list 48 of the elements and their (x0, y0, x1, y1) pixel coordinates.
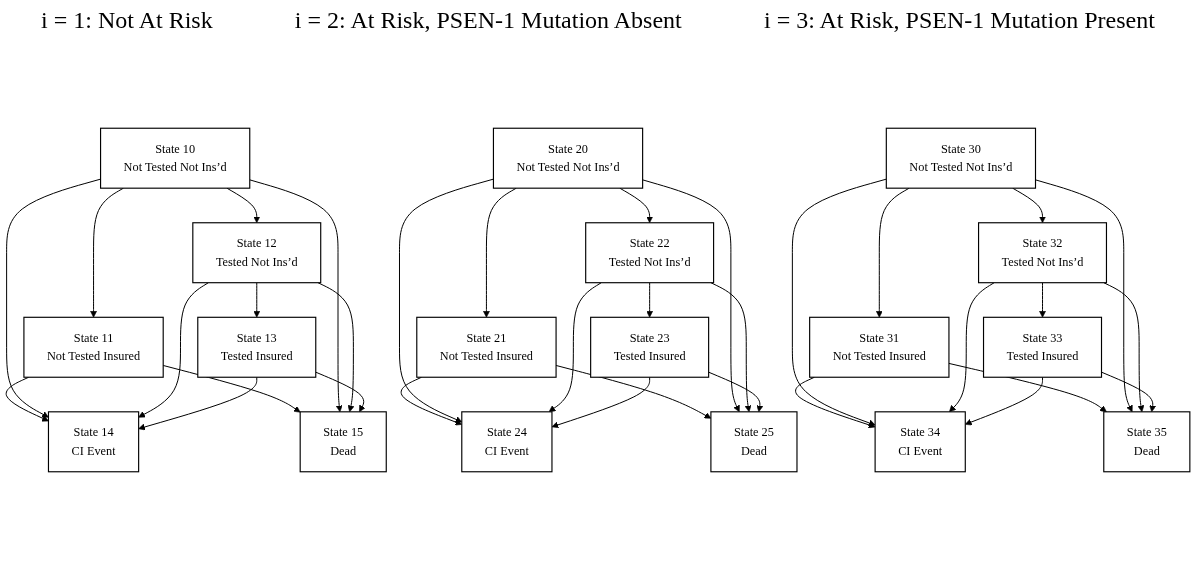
arrow (138, 282, 209, 418)
arrow (315, 371, 366, 413)
section-heading: i = 3: At Risk, PSEN-1 Mutation Present (763, 6, 1155, 34)
arrow (253, 282, 261, 318)
arrow (1103, 282, 1145, 413)
node-box: State 13 Tested Insured (197, 316, 317, 378)
arrow (1101, 371, 1156, 413)
arrow (1035, 179, 1133, 413)
node-box: State 15 Dead (299, 411, 387, 473)
arrow (949, 282, 995, 413)
node-box: State 35 Dead (1103, 411, 1191, 473)
node-box: State 23 Tested Insured (590, 316, 710, 378)
arrow (875, 187, 910, 318)
node-box: State 31 Not Tested Insured (809, 316, 950, 378)
arrow (399, 178, 494, 423)
arrow (249, 179, 343, 413)
node-box: State 11 Not Tested Insured (23, 316, 164, 378)
section-heading: i = 1: Not At Risk (41, 6, 213, 34)
node-box: State 14 CI Event (47, 411, 140, 473)
arrow (791, 178, 887, 427)
node-box: State 24 CI Event (461, 411, 553, 473)
arrow (226, 187, 261, 224)
node-box: State 10 Not Tested Not Ins’d (100, 127, 251, 189)
arrow (1012, 187, 1046, 224)
arrow (5, 376, 49, 422)
node-box: State 25 Dead (710, 411, 798, 473)
node-box: State 22 Tested Not Ins’d (585, 222, 715, 284)
node-box: State 32 Tested Not Ins’d (978, 222, 1108, 284)
node-box: State 30 Not Tested Not Ins’d (885, 127, 1037, 189)
arrow (795, 376, 876, 429)
arrow (708, 371, 764, 413)
node-box: State 20 Not Tested Not Ins’d (492, 127, 644, 189)
arrow (619, 187, 654, 224)
node-box: State 33 Tested Insured (982, 316, 1103, 378)
arrow (642, 179, 740, 413)
section-heading: i = 2: At Risk, PSEN-1 Mutation Absent (294, 6, 682, 34)
arrow (1039, 282, 1046, 318)
node-box: State 34 CI Event (874, 411, 966, 473)
arrow (138, 376, 258, 431)
arrow (646, 282, 654, 318)
arrow (90, 187, 124, 318)
arrow (548, 282, 602, 413)
arrow (483, 187, 517, 318)
node-box: State 12 Tested Not Ins’d (192, 222, 322, 284)
arrow (551, 376, 651, 429)
arrow (317, 282, 355, 413)
node-box: State 21 Not Tested Insured (416, 316, 557, 378)
arrow (710, 282, 752, 413)
